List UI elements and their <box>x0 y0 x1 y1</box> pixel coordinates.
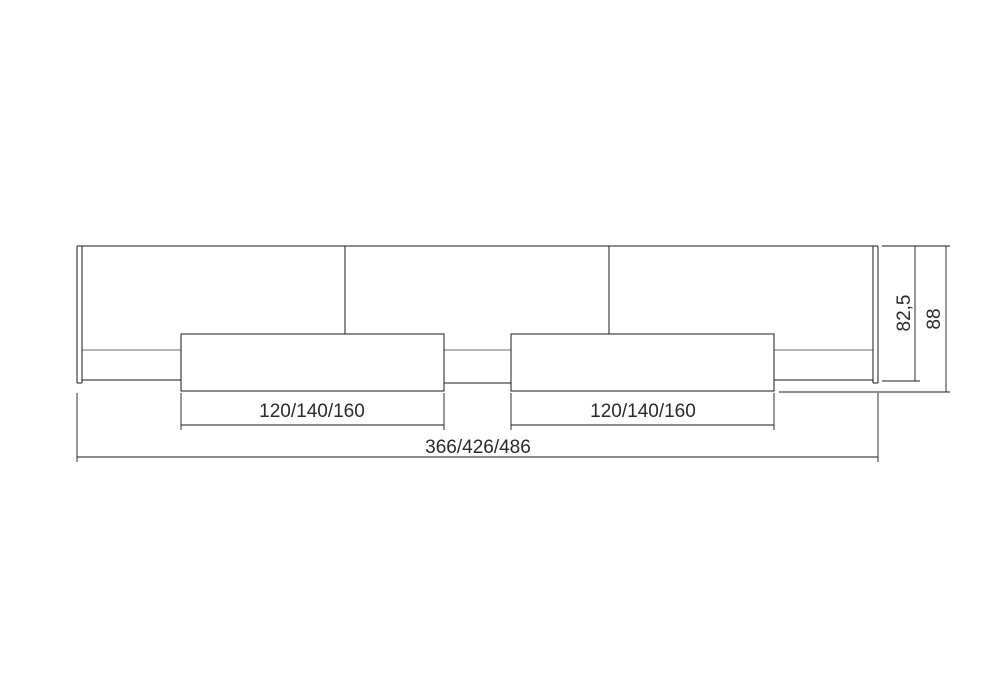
dimension-label-total-height: 88 <box>924 308 945 329</box>
dimension-module-left: 120/140/160 <box>180 393 445 430</box>
base-rails <box>82 349 873 384</box>
backrest-frame <box>76 245 879 384</box>
dimension-total-width: 366/426/486 <box>76 393 879 462</box>
dimension-module-right: 120/140/160 <box>510 393 775 430</box>
dimension-label-inner-height: 82,5 <box>894 295 915 332</box>
dimension-label-total-width: 366/426/486 <box>425 437 531 458</box>
cushion-dividers <box>344 246 610 334</box>
dimension-total-height: 88 <box>779 245 950 393</box>
dimension-label-module-right: 120/140/160 <box>590 401 696 422</box>
dimension-label-module-left: 120/140/160 <box>259 401 365 422</box>
dimension-inner-height: 82,5 <box>882 245 920 382</box>
module-right <box>510 333 775 392</box>
module-left <box>180 333 445 392</box>
